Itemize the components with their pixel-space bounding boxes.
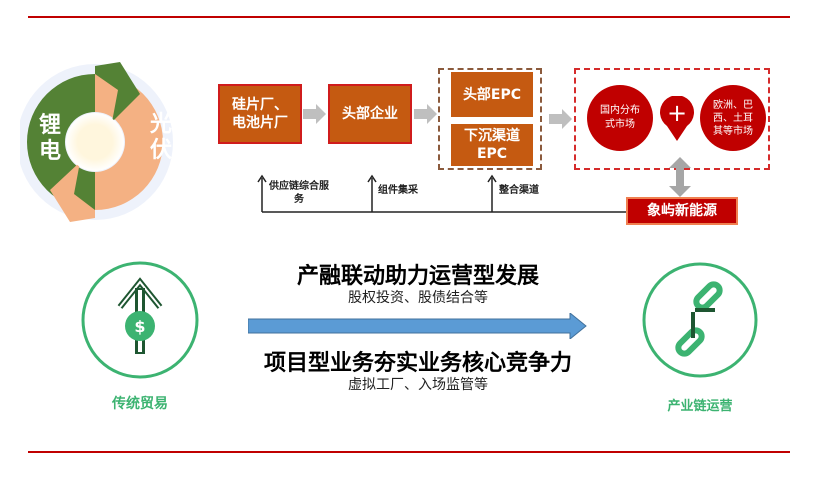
bottom-divider (28, 451, 790, 453)
market-group (574, 68, 770, 170)
wafer-cell-factory-box: 硅片厂、电池片厂 (218, 84, 302, 144)
top-divider (28, 16, 790, 18)
overseas-market-circle: 欧洲、巴西、土耳其等市场 (700, 85, 766, 151)
arrow-right-icon (414, 104, 437, 124)
plus-sign: + (666, 99, 688, 127)
arrow-right-icon (303, 104, 326, 124)
lithium-label: 锂电 (39, 113, 62, 164)
leading-enterprise-box: 头部企业 (328, 84, 412, 144)
trade-growth-icon: $ (81, 261, 199, 379)
industry-chain-label: 产业链运营 (667, 399, 733, 414)
progress-arrow-icon (248, 313, 587, 339)
channel-epc-box: 下沉渠道EPC (451, 124, 533, 166)
pv-label: 光伏 (150, 112, 173, 163)
channel-integration-label: 整合渠道 (499, 185, 539, 196)
traditional-trade-label: 传统贸易 (112, 396, 168, 412)
xiangyu-new-energy-box: 象屿新能源 (626, 197, 738, 225)
svg-text:$: $ (134, 317, 145, 336)
cycle-arrows-icon (20, 62, 173, 222)
feedback-lines (257, 174, 626, 213)
double-arrow-icon (669, 157, 691, 197)
chain-operation-icon (642, 262, 758, 378)
module-procurement-label: 组件集采 (378, 185, 418, 196)
domestic-market-circle: 国内分布式市场 (587, 85, 653, 151)
supply-chain-service-label: 供应链综合服务 (269, 181, 329, 205)
leading-epc-box: 头部EPC (451, 72, 533, 117)
title-project-business: 项目型业务夯实业务核心竞争力 (263, 351, 572, 376)
arrow-right-icon (549, 109, 572, 129)
subtitle-equity: 股权投资、股债结合等 (348, 290, 488, 306)
epc-group (438, 68, 542, 170)
plus-pin-icon (660, 96, 694, 141)
title-industry-finance: 产融联动助力运营型发展 (296, 264, 539, 289)
subtitle-virtual-factory: 虚拟工厂、入场监管等 (348, 377, 488, 393)
